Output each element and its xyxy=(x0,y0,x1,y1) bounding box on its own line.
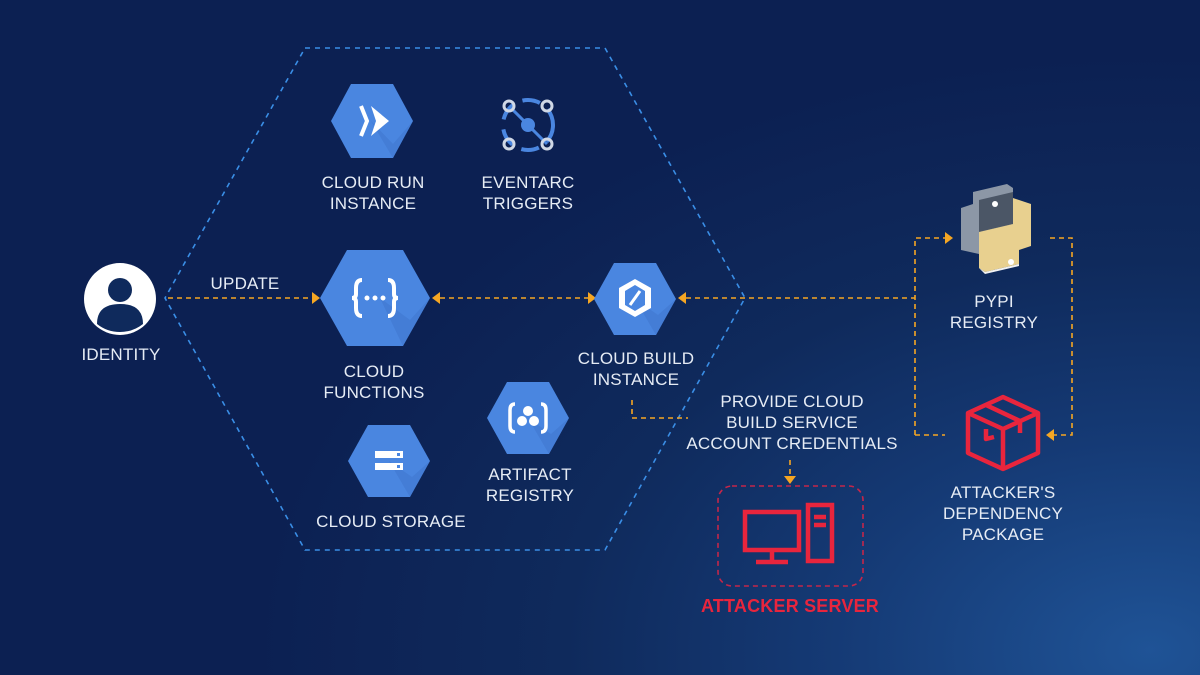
package-box-icon xyxy=(965,394,1041,472)
computer-server-icon xyxy=(742,502,835,565)
arrow-head xyxy=(1046,429,1054,441)
arrow-head xyxy=(678,292,686,304)
attacker-server-node[interactable] xyxy=(742,502,842,568)
pypi-label: PYPI REGISTRY xyxy=(949,292,1039,332)
identity-node[interactable] xyxy=(83,262,157,336)
cloud-build-label: CLOUD BUILD INSTANCE xyxy=(577,349,695,389)
cloud-functions-icon xyxy=(320,250,430,346)
cloud-functions-node[interactable] xyxy=(320,250,430,346)
edge-build-credentials xyxy=(631,400,688,419)
python-icon xyxy=(961,184,1031,274)
edge-pypi-package xyxy=(1050,237,1073,436)
attacker-package-node[interactable] xyxy=(962,393,1044,475)
arrow-head xyxy=(784,476,796,484)
edge-package-pypi xyxy=(914,237,945,435)
credentials-label: PROVIDE CLOUD BUILD SERVICE ACCOUNT CRED… xyxy=(686,392,898,453)
artifact-registry-icon xyxy=(487,382,569,454)
arrow-head xyxy=(312,292,320,304)
cloud-build-icon xyxy=(594,263,676,335)
cloud-functions-label: CLOUD FUNCTIONS xyxy=(323,362,425,402)
update-label: UPDATE xyxy=(210,274,280,293)
artifact-registry-label: ARTIFACT REGISTRY xyxy=(485,465,575,505)
identity-label: IDENTITY xyxy=(81,345,161,364)
arrow-head xyxy=(588,292,596,304)
arrow-head xyxy=(432,292,440,304)
attacker-server-box xyxy=(717,485,864,587)
cloud-run-node[interactable] xyxy=(331,84,413,158)
pypi-node[interactable] xyxy=(955,180,1037,276)
cloud-storage-icon xyxy=(348,425,430,497)
eventarc-icon xyxy=(501,98,555,152)
arrow-head xyxy=(945,232,953,244)
eventarc-label: EVENTARC TRIGGERS xyxy=(481,173,575,213)
project-boundary xyxy=(164,47,746,551)
cloud-run-label: CLOUD RUN INSTANCE xyxy=(321,173,425,213)
cloud-build-node[interactable] xyxy=(594,263,676,335)
eventarc-node[interactable] xyxy=(497,94,559,156)
artifact-registry-node[interactable] xyxy=(487,382,569,454)
cloud-run-icon xyxy=(331,84,413,158)
attacker-server-label: ATTACKER SERVER xyxy=(700,596,880,616)
cloud-storage-node[interactable] xyxy=(348,425,430,497)
attacker-package-label: ATTACKER'S DEPENDENCY PACKAGE xyxy=(942,483,1064,544)
cloud-storage-label: CLOUD STORAGE xyxy=(316,512,466,531)
user-icon xyxy=(84,263,156,335)
